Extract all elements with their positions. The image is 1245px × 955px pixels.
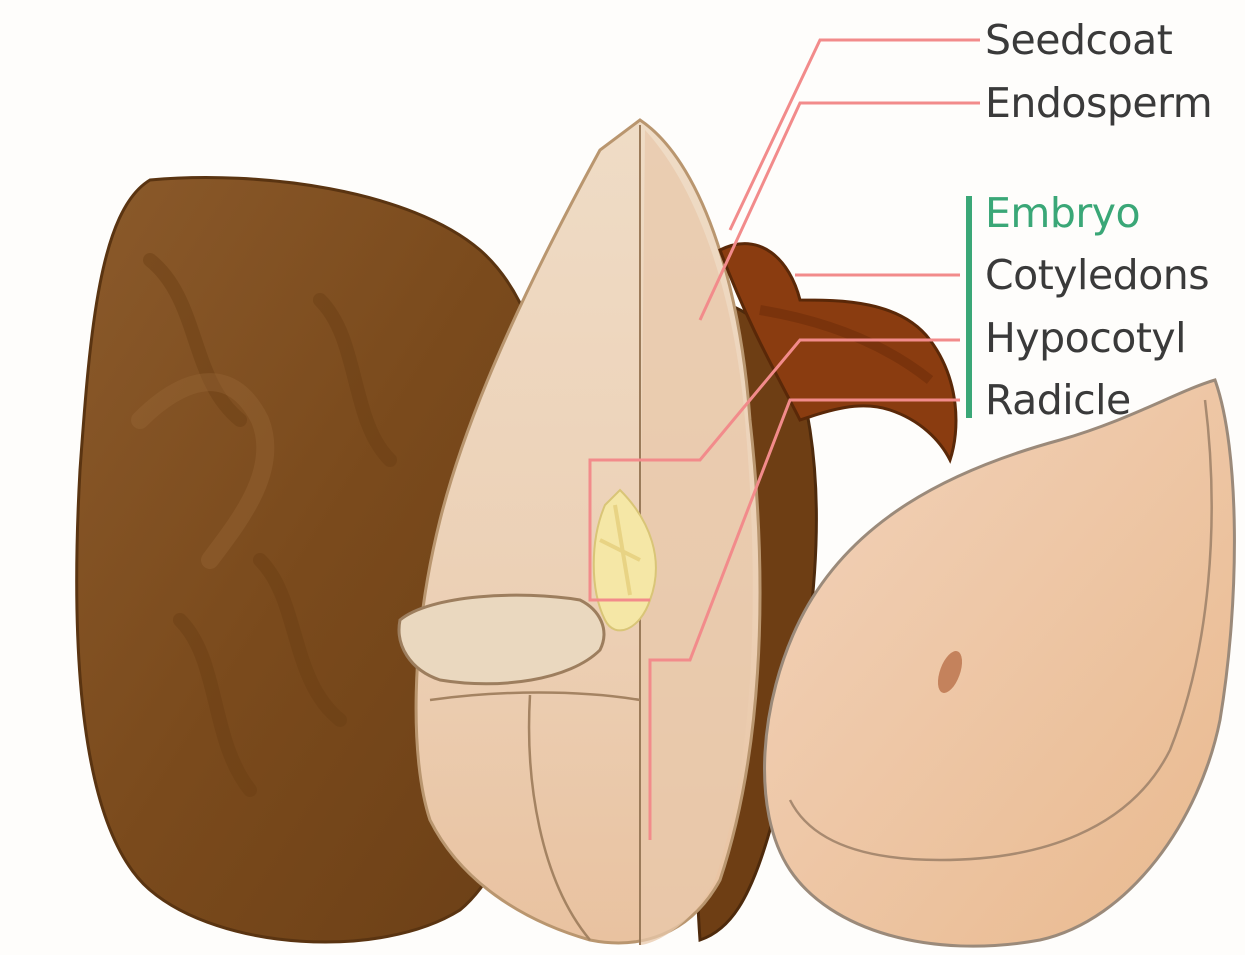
label-endosperm: Endosperm (985, 78, 1212, 128)
cotyledon-half (765, 380, 1235, 946)
embryo-bracket (966, 196, 972, 418)
label-radicle: Radicle (985, 375, 1131, 425)
label-seedcoat: Seedcoat (985, 15, 1172, 65)
label-cotyledons: Cotyledons (985, 250, 1209, 300)
seedcoat-leader-line (730, 40, 980, 230)
label-embryo: Embryo (985, 188, 1140, 238)
label-hypocotyl: Hypocotyl (985, 313, 1186, 363)
